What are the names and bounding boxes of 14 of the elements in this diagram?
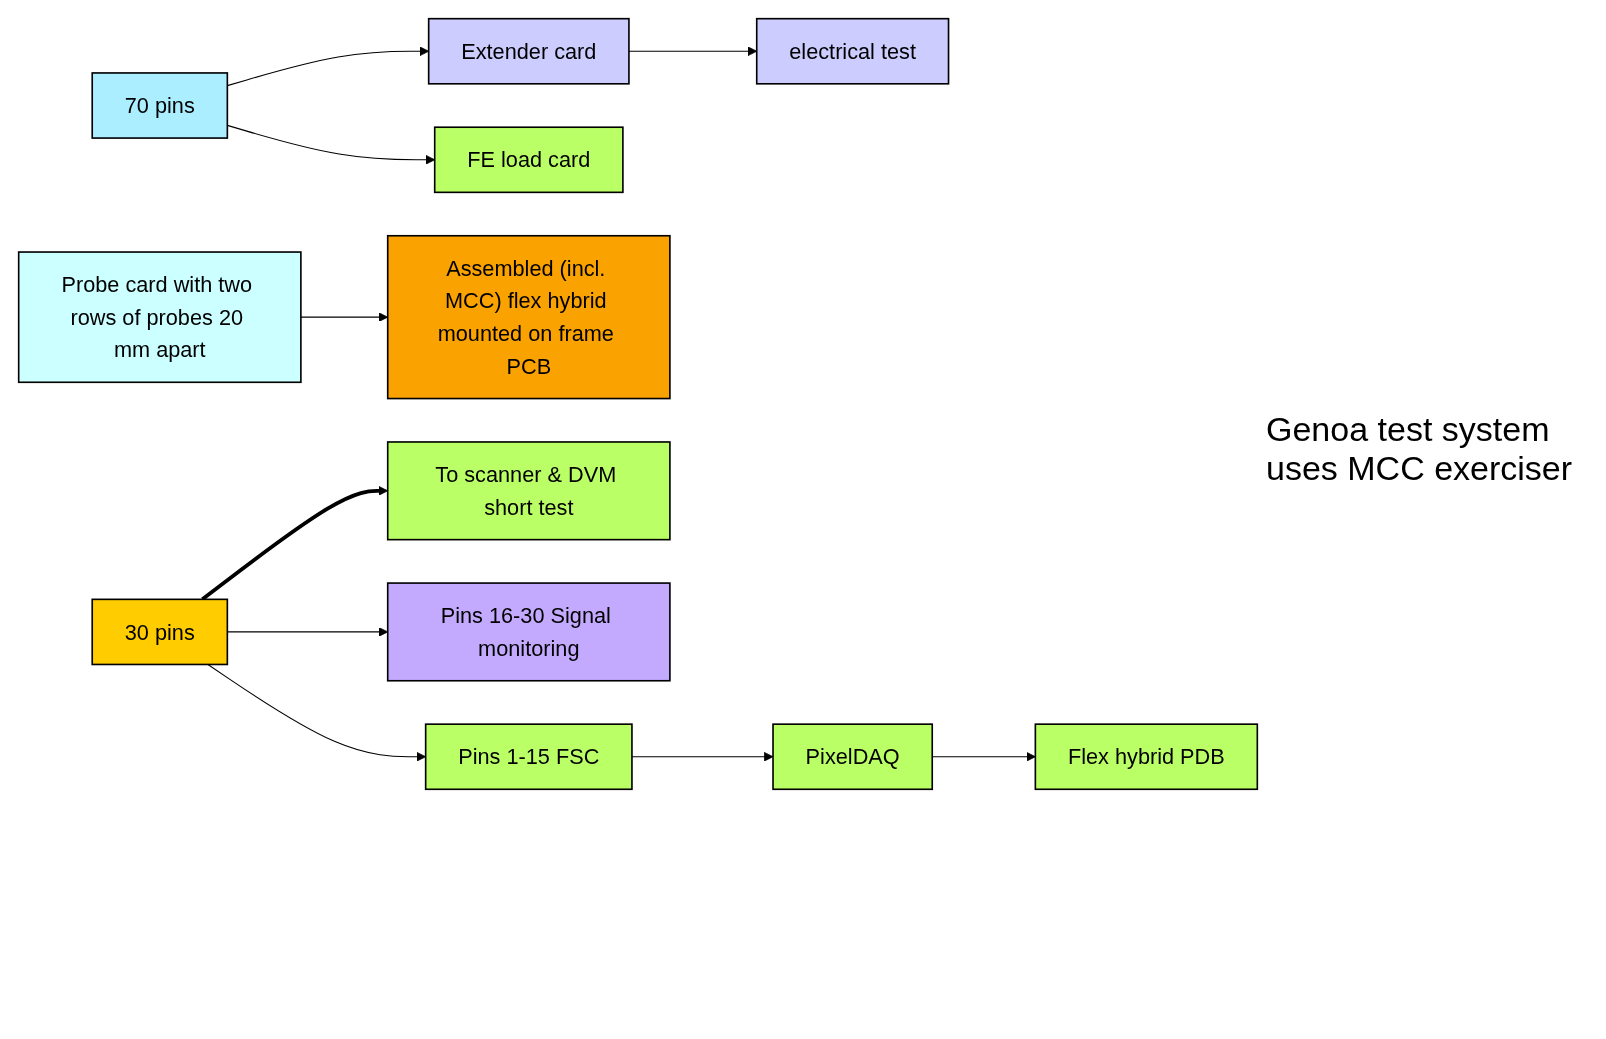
node-box: Flex hybrid PDB [1034, 723, 1259, 791]
node-box: Assembled (incl. MCC) flex hybrid mounted on frame PCB [386, 234, 671, 400]
node-box: electrical test [755, 17, 950, 85]
node-box: PixelDAQ [772, 723, 934, 791]
node-box: Pins 16-30 Signal monitoring [386, 582, 671, 682]
node-box: Pins 1-15 FSC [424, 723, 633, 791]
node-box: 30 pins [91, 598, 229, 666]
node-box: FE load card [433, 126, 624, 194]
node-box: To scanner & DVM short test [386, 441, 671, 541]
arrow [631, 751, 774, 762]
note-text: Genoa test system uses MCC exerciser [1266, 410, 1574, 488]
node-box: Probe card with two rows of probes 20 mm apart [17, 251, 302, 384]
node-box: 70 pins [91, 72, 229, 139]
node-box: Extender card [427, 17, 630, 85]
